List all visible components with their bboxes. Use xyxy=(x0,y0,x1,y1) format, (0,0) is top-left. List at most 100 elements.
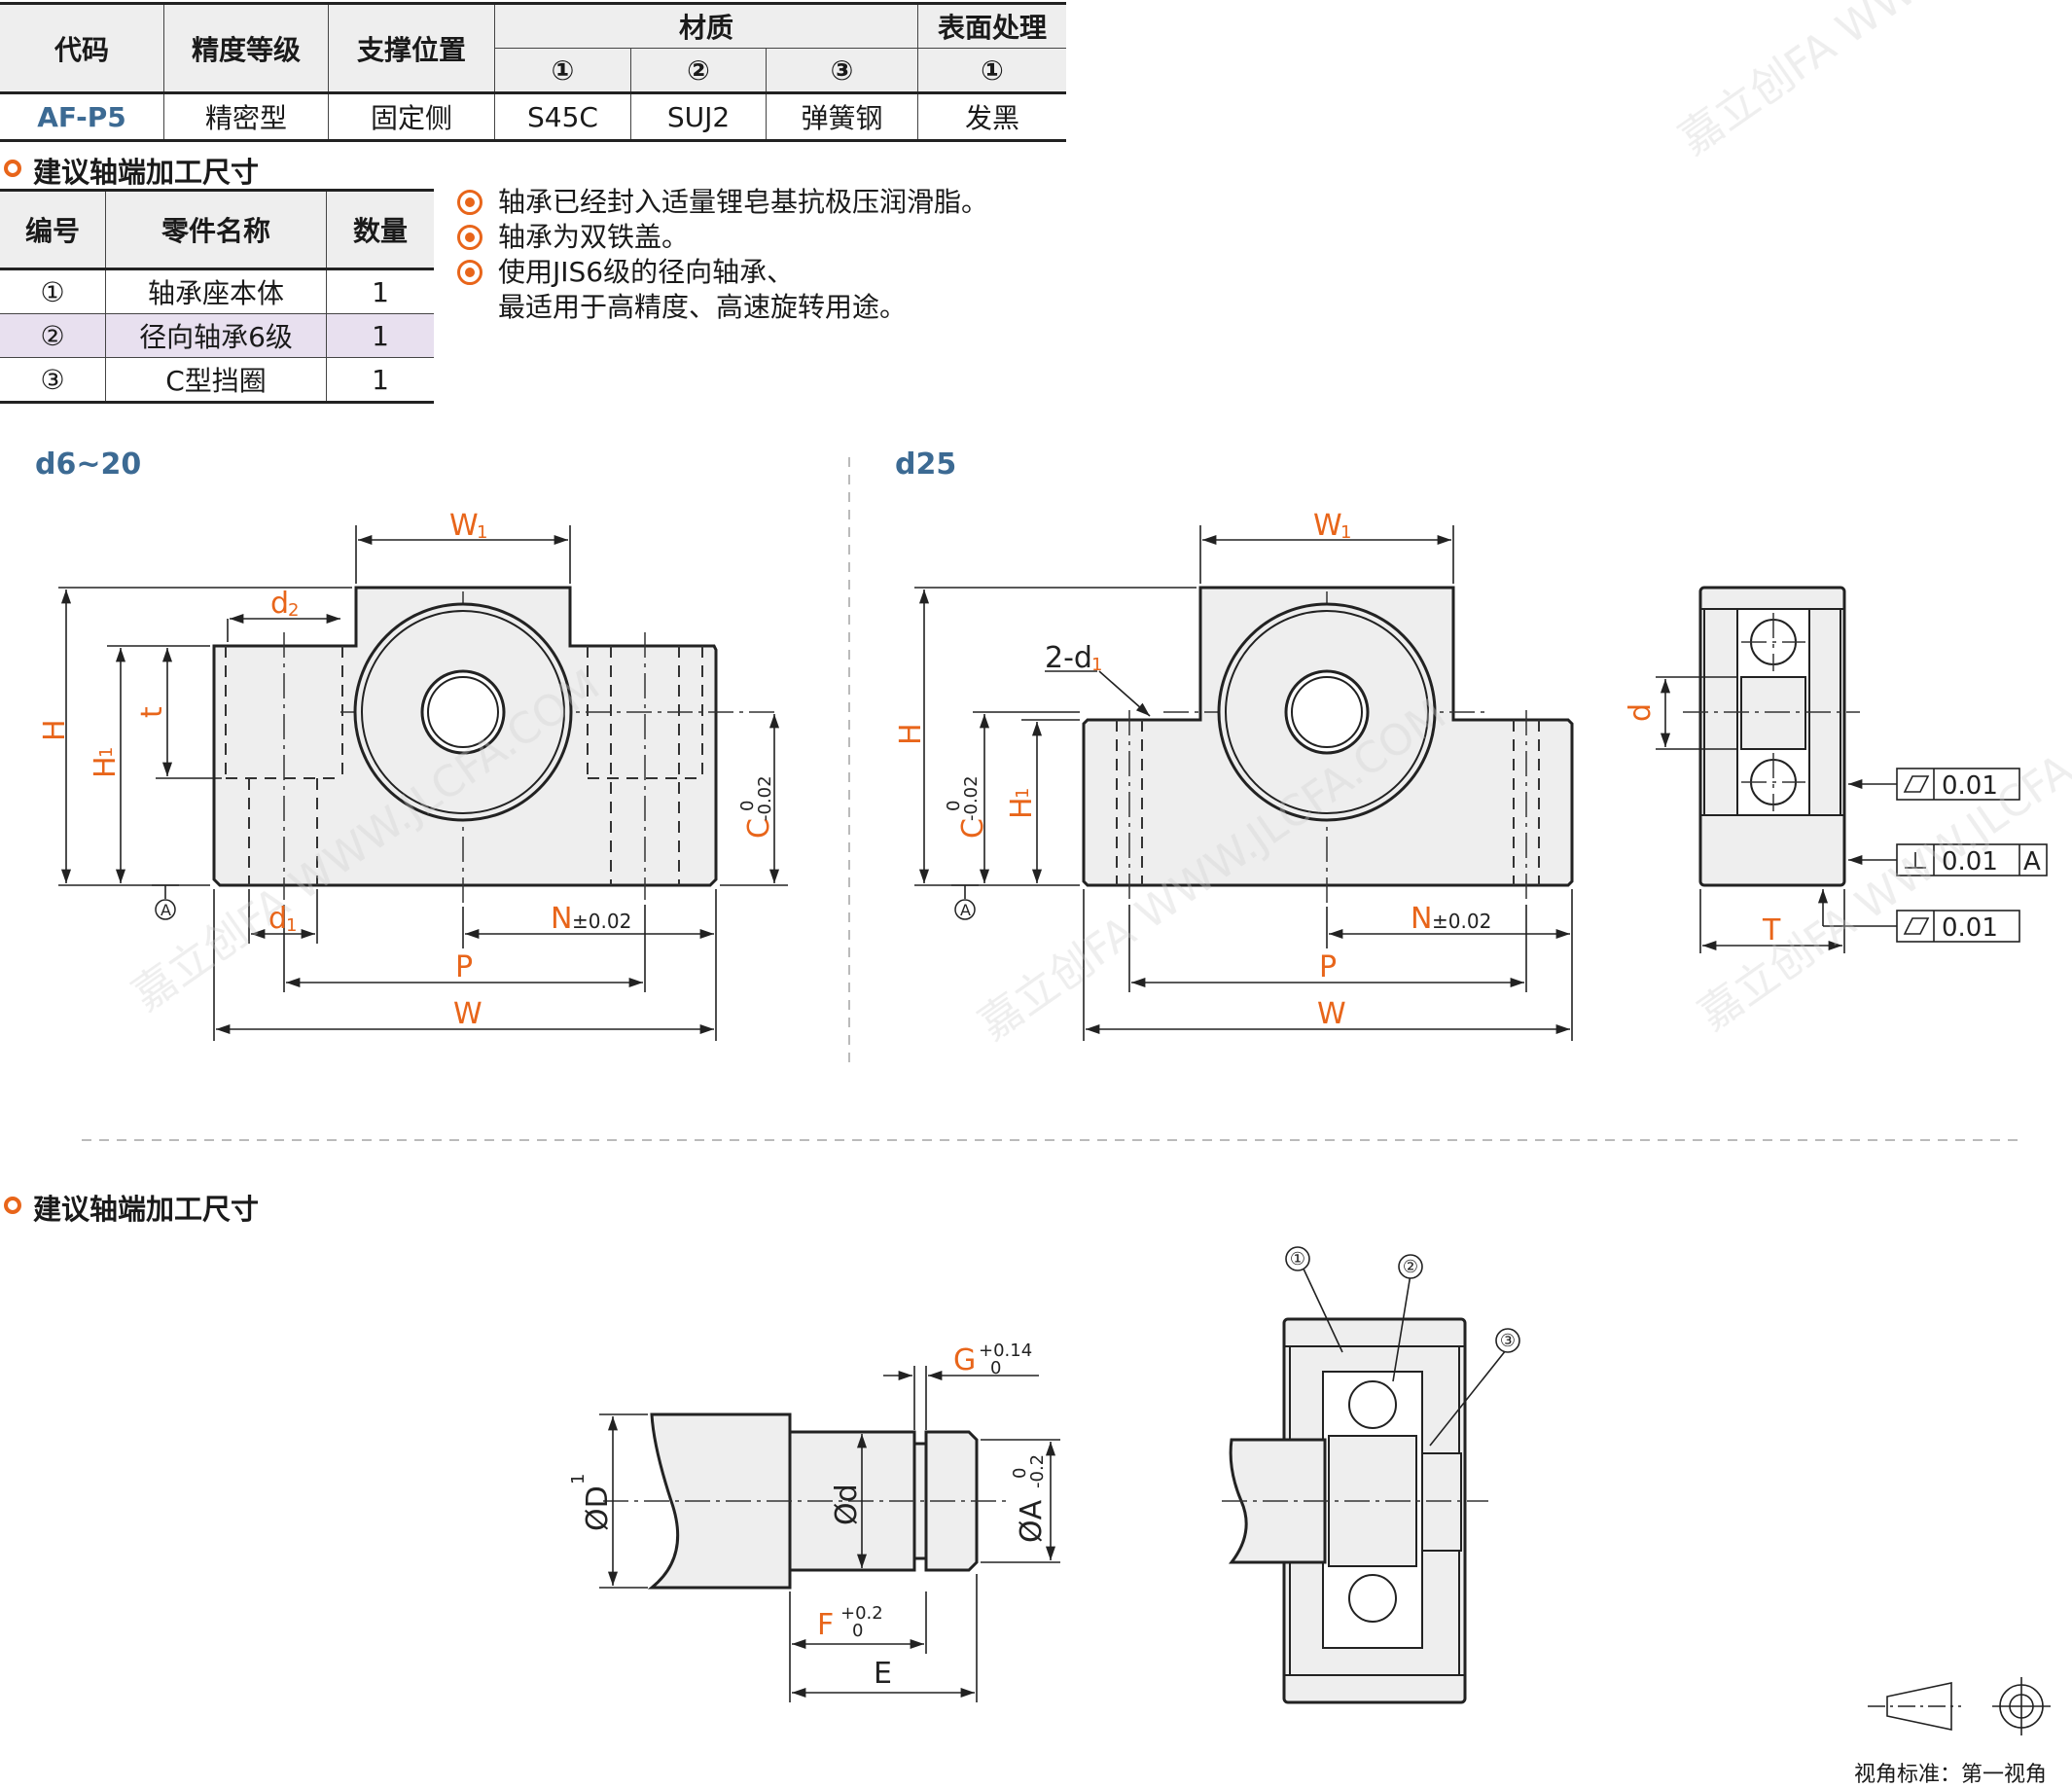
callout-1: ① xyxy=(1290,1249,1305,1269)
svg-text:1: 1 xyxy=(1013,788,1033,799)
dim-h1-right: H xyxy=(1005,797,1039,819)
dim-h-right: H xyxy=(894,723,928,745)
svg-text:-0.02: -0.02 xyxy=(961,775,982,821)
ball-icon xyxy=(1348,1574,1397,1623)
cell-precision: 精密型 xyxy=(163,91,329,142)
svg-text:-0.2: -0.2 xyxy=(1027,1454,1048,1488)
part-no: ③ xyxy=(0,357,106,404)
table-row: ③ C型挡圈 1 xyxy=(0,357,434,404)
dim-c-left: C xyxy=(742,818,776,839)
dim-p-left: P xyxy=(455,950,473,984)
dim-f: F xyxy=(817,1608,834,1642)
svg-text:+0.2: +0.2 xyxy=(840,1603,883,1624)
dim-d-side: d xyxy=(1624,703,1658,722)
housing-front-view-large xyxy=(1082,586,1574,905)
svg-text:0: 0 xyxy=(944,801,964,811)
svg-text:0: 0 xyxy=(990,1358,1001,1378)
dim-p-right: P xyxy=(1319,950,1337,984)
th-support: 支撑位置 xyxy=(328,2,495,93)
dim-n-right: N xyxy=(1411,902,1432,936)
dim-g: G xyxy=(953,1343,976,1377)
table-row: ② 径向轴承6级 1 xyxy=(0,313,434,358)
dim-t: t xyxy=(135,706,169,718)
th-material: 材质 xyxy=(494,2,918,49)
tol-parallel-1: 0.01 xyxy=(1942,771,1998,801)
bullet-icon xyxy=(457,190,482,215)
spec-table: 代码 精度等级 支撑位置 材质 表面处理 ① ② ③ ① AF-P5 精密型 固… xyxy=(0,2,1066,142)
tolerance-frame xyxy=(1896,843,2048,876)
tolerance-frame xyxy=(1896,910,2020,943)
cell-mat-1: S45C xyxy=(494,91,631,142)
tolerance-frame xyxy=(1896,768,2020,801)
bore-circle xyxy=(1284,669,1370,755)
section-title-1: 建议轴端加工尺寸 xyxy=(33,156,260,189)
note-1: 轴承已经封入适量锂皂基抗极压润滑脂。 xyxy=(498,186,989,218)
svg-text:-0.02: -0.02 xyxy=(755,775,775,821)
svg-text:0: 0 xyxy=(852,1621,863,1641)
svg-text:1: 1 xyxy=(568,1474,589,1484)
callout-3: ③ xyxy=(1500,1331,1516,1351)
th-code: 代码 xyxy=(0,2,164,93)
cell-support: 固定侧 xyxy=(328,91,495,142)
th-mat-1: ① xyxy=(494,48,631,93)
th-surf-1: ① xyxy=(917,48,1066,93)
part-name: 径向轴承6级 xyxy=(105,313,327,358)
watermark: 嘉立创FA WWW.JLCFA.COM 嘉立创FA WWW.JLCFA.COM … xyxy=(124,0,2072,1050)
svg-text:±0.02: ±0.02 xyxy=(1432,910,1491,933)
assembly-section xyxy=(1228,1317,1467,1704)
dim-w1-right: W xyxy=(1313,509,1342,543)
th-mat-3: ③ xyxy=(766,48,918,93)
dim-a-shaft: ØA xyxy=(1015,1499,1049,1543)
cell-code: AF-P5 xyxy=(0,91,164,142)
cell-mat-3: 弹簧钢 xyxy=(766,91,918,142)
ball-icon xyxy=(1348,1380,1397,1429)
svg-text:±0.02: ±0.02 xyxy=(572,910,631,933)
dim-t-side: T xyxy=(1762,913,1781,948)
tol-perp-ref: A xyxy=(2023,847,2041,876)
svg-text:0: 0 xyxy=(1010,1468,1030,1479)
view-label-right: d25 xyxy=(895,447,957,482)
svg-text:1: 1 xyxy=(96,747,117,758)
part-no: ① xyxy=(0,268,106,314)
dim-w-right: W xyxy=(1317,997,1346,1031)
note-2: 轴承为双铁盖。 xyxy=(498,221,690,253)
part-name: 轴承座本体 xyxy=(105,268,327,314)
svg-text:+0.14: +0.14 xyxy=(979,1341,1032,1361)
perpendicularity-icon xyxy=(1905,852,1926,869)
tol-perp: 0.01 xyxy=(1942,847,1998,876)
part-no: ② xyxy=(0,313,106,358)
dim-w-left: W xyxy=(453,997,482,1031)
bullet-icon xyxy=(457,225,482,250)
cell-mat-2: SUJ2 xyxy=(630,91,767,142)
parts-table: 编号 零件名称 数量 ① 轴承座本体 1 ② 径向轴承6级 1 ③ C型挡圈 1 xyxy=(0,189,434,404)
svg-text:2: 2 xyxy=(288,600,299,621)
dim-h1-left: H xyxy=(89,756,123,778)
section-ring-icon xyxy=(4,1197,21,1214)
view-standard-icon xyxy=(1868,1677,2051,1735)
svg-text:1: 1 xyxy=(286,915,297,936)
housing-side-view xyxy=(1698,586,1846,887)
datum-a-right: A xyxy=(960,901,971,919)
th-surface: 表面处理 xyxy=(917,2,1066,49)
note-3: 使用JIS6级的径向轴承、 xyxy=(498,256,795,288)
dim-d-shaft: Ød xyxy=(830,1484,864,1525)
svg-text:1: 1 xyxy=(1340,522,1351,543)
th-precision: 精度等级 xyxy=(163,2,329,93)
view-label-left: d6~20 xyxy=(35,447,142,482)
th-part-name: 零件名称 xyxy=(105,189,327,270)
table-row: ① 轴承座本体 1 xyxy=(0,268,434,314)
dim-d1-shaft: ØD xyxy=(581,1485,615,1531)
bullet-icon xyxy=(457,260,482,285)
cell-surf-1: 发黑 xyxy=(917,91,1066,142)
th-part-no: 编号 xyxy=(0,189,106,270)
th-part-qty: 数量 xyxy=(326,189,434,270)
dim-w1-left: W xyxy=(449,509,479,543)
dim-c-right: C xyxy=(956,818,990,839)
dim-d2: d xyxy=(270,587,289,621)
section-title-2: 建议轴端加工尺寸 xyxy=(33,1193,260,1226)
part-qty: 1 xyxy=(326,313,434,358)
section-ring-icon xyxy=(4,160,21,177)
housing-front-view-small xyxy=(212,586,778,905)
svg-text:0: 0 xyxy=(737,801,758,811)
